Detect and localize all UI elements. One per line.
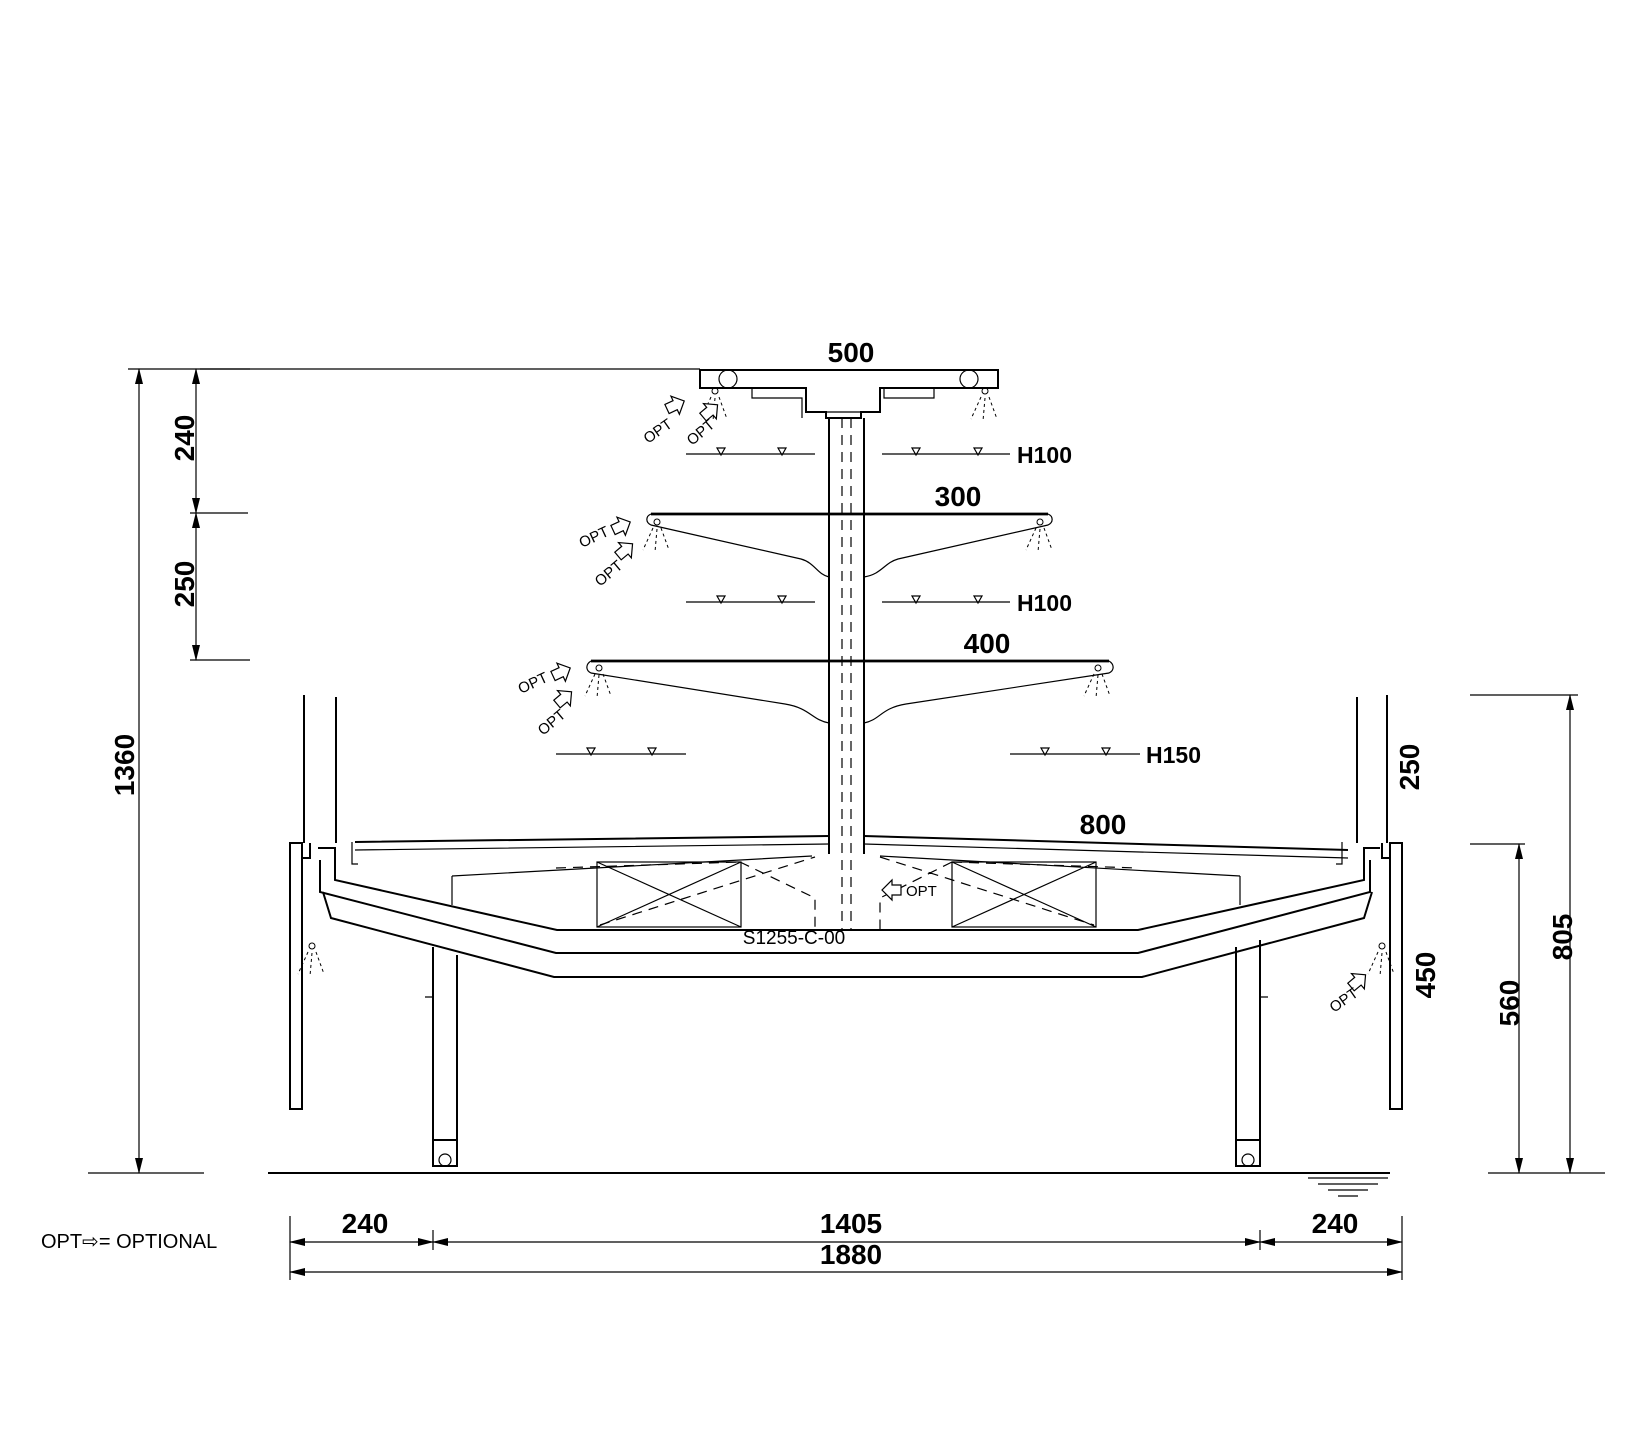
base-tray [354,835,1349,851]
outer-tub [318,847,1380,931]
dim-top-width: 500 [828,337,875,368]
dim-right-mid: 450 [1410,952,1441,999]
dim-shelf-gap: 250 [169,561,200,608]
opt-label: OPT [516,669,551,697]
opt-label: OPT [684,416,719,449]
model-code: S1255-C-00 [743,928,845,949]
dim-bottom-left: 240 [342,1208,389,1239]
lamps [297,387,1395,977]
legend-optional: OPT⇨= OPTIONAL [41,1231,217,1253]
dim-right-inner: 560 [1494,980,1525,1027]
clearance-level1: H100 [1017,442,1072,468]
clearance-lines [556,447,1140,757]
dim-shelf1-width: 300 [935,481,982,512]
opt-label: OPT [641,416,676,448]
floor [268,1172,1390,1197]
top-canopy [699,369,999,419]
dim-base-width: 800 [1080,809,1127,840]
central-column [828,418,865,854]
clearance-level3: H150 [1146,742,1201,768]
dim-bottom-right: 240 [1312,1208,1359,1239]
dim-top-gap: 240 [169,415,200,462]
cooling-units [555,856,1139,930]
opt-label: OPT [535,706,570,739]
legs [425,940,1268,1167]
opt-label: OPT [577,523,612,551]
dim-bottom-center: 1405 [820,1208,882,1239]
clearance-level2: H100 [1017,590,1072,616]
dim-right-outer: 805 [1547,914,1578,961]
opt-label: OPT [906,883,937,900]
opt-label: OPT [592,557,627,590]
dimension-lines [88,368,1605,1280]
dim-bottom-total: 1880 [820,1239,882,1270]
cabinet-outline [200,368,1403,1197]
dim-shelf2-width: 400 [964,628,1011,659]
dim-total-height: 1360 [109,734,140,796]
dim-right-upper: 250 [1394,744,1425,791]
side-panels [289,695,1403,1110]
